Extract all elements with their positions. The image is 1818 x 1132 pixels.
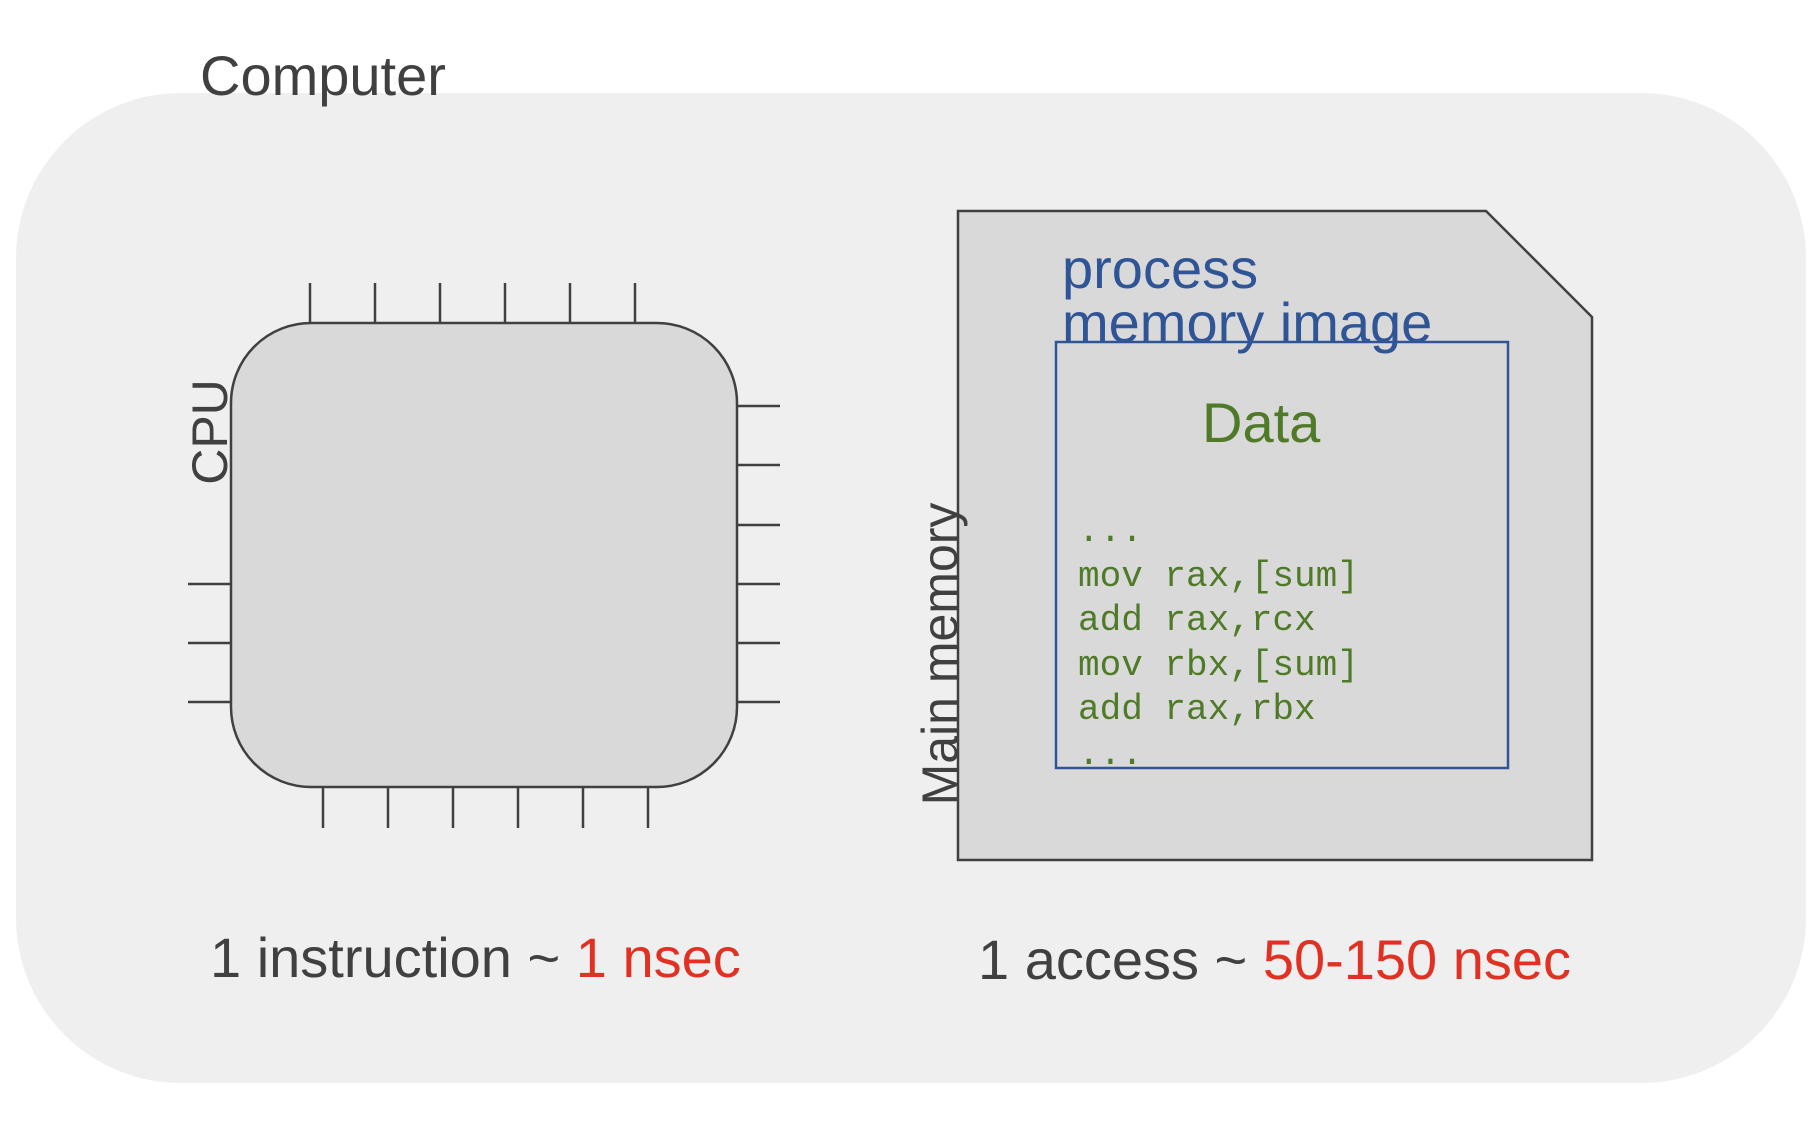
- process-memory-box: [1054, 340, 1510, 770]
- process-title-line-2: memory image: [1062, 291, 1433, 354]
- process-title-line-1: process: [1062, 237, 1259, 300]
- code-line: mov rbx,[sum]: [1078, 644, 1359, 686]
- process-memory-image-title: process memory image: [1062, 237, 1433, 354]
- cpu-chip: [188, 283, 780, 828]
- cpu-label: CPU: [182, 379, 238, 485]
- memory-timing-prefix: 1 access ~: [978, 928, 1263, 991]
- main-memory-block: [956, 209, 1594, 862]
- code-line: ...: [1078, 733, 1143, 775]
- data-title: Data: [1202, 391, 1321, 454]
- cpu-timing-prefix: 1 instruction ~: [210, 926, 576, 989]
- code-line: add rax,rcx: [1078, 600, 1316, 641]
- main-memory-label: Main memory: [912, 502, 968, 806]
- cpu-timing: 1 instruction ~ 1 nsec: [210, 930, 741, 986]
- computer-title: Computer: [200, 44, 446, 107]
- code-line: add rax,rbx: [1078, 689, 1316, 730]
- memory-timing-value: 50-150 nsec: [1262, 928, 1572, 991]
- memory-timing: 1 access ~ 50-150 nsec: [978, 932, 1571, 988]
- code-line: ...: [1078, 511, 1143, 552]
- code-line: mov rax,[sum]: [1078, 555, 1359, 597]
- cpu-timing-value: 1 nsec: [575, 926, 741, 989]
- code-listing: ... mov rax,[sum] add rax,rcx mov rbx,[s…: [1078, 510, 1359, 777]
